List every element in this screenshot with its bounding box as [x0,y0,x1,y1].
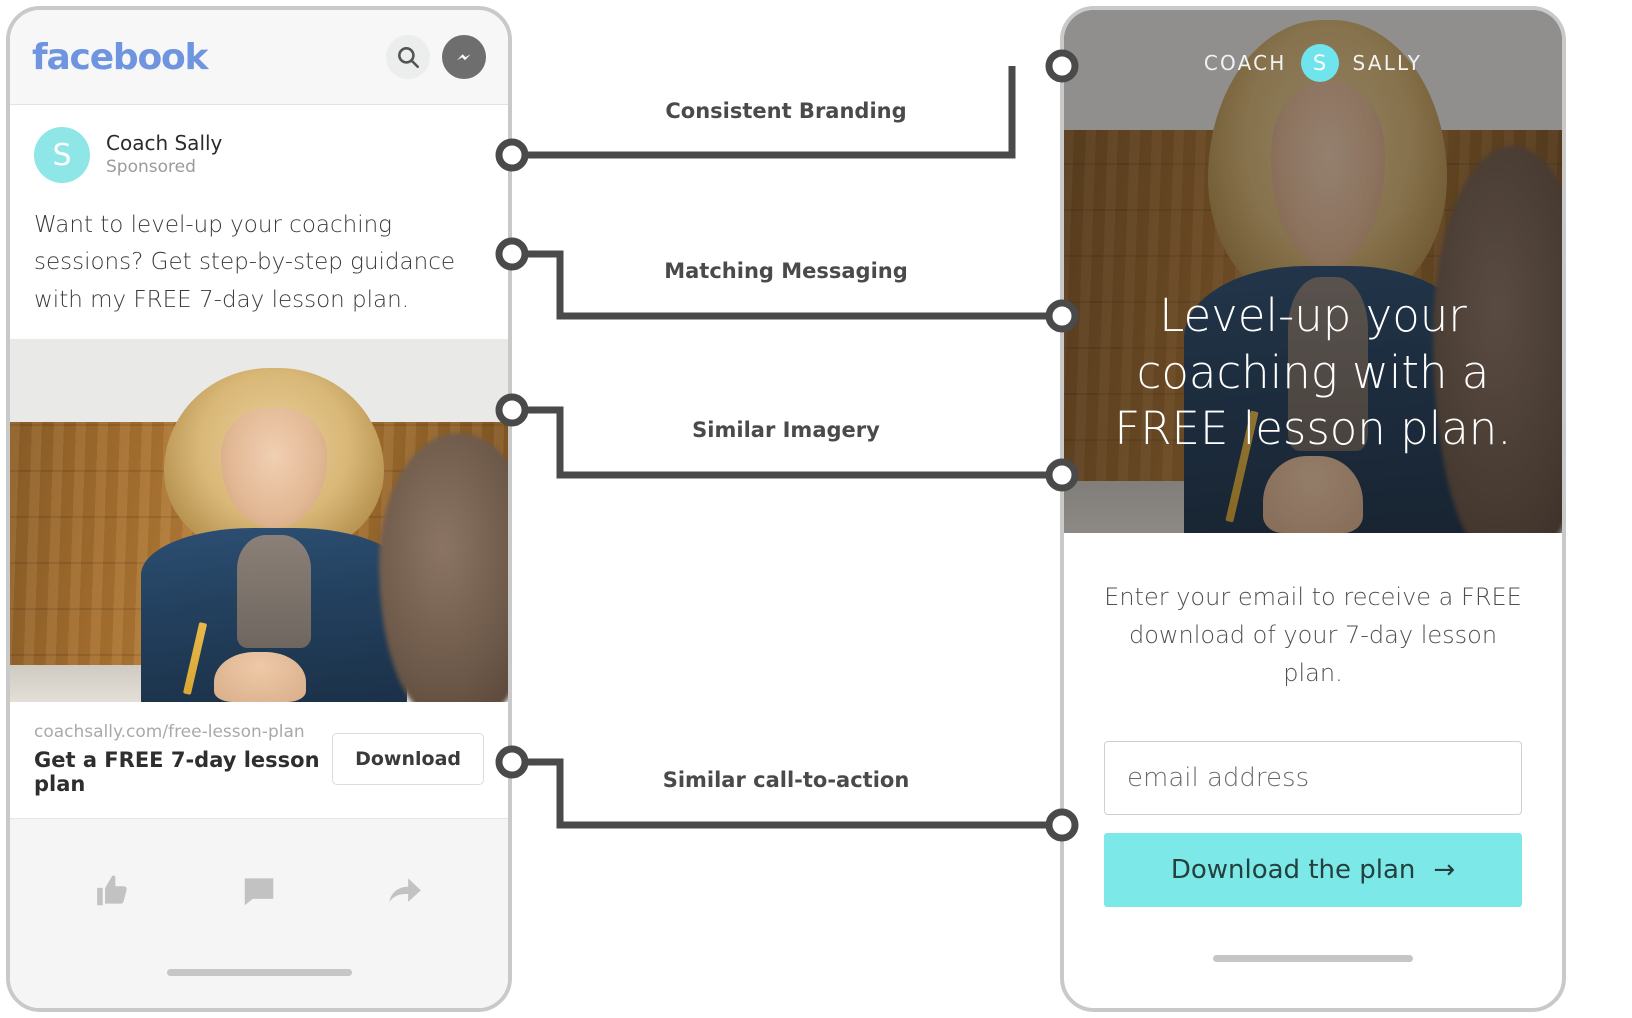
home-indicator-area [10,968,508,1008]
comment-icon[interactable] [240,872,278,915]
coaching-photo [10,338,508,702]
coaching-photo-hero [1064,10,1562,533]
messenger-icon[interactable] [442,35,486,79]
phone-mockup-landing-page: COACH S SALLY Level-up your coaching wit… [1060,6,1566,1012]
search-icon[interactable] [386,35,430,79]
share-icon[interactable] [386,872,424,915]
hero-dark-overlay [1064,10,1562,533]
home-indicator-right [1213,955,1413,962]
brand-avatar: S [1300,44,1339,82]
landing-form-section: Enter your email to receive a FREE downl… [1064,533,1562,907]
download-plan-label: Download the plan [1170,854,1416,885]
facebook-post: S Coach Sally Sponsored Want to level-up… [10,105,508,1008]
connector-label-imagery: Similar Imagery [692,418,880,442]
connector-label-messaging: Matching Messaging [664,259,908,283]
landing-hero: COACH S SALLY Level-up your coaching wit… [1064,10,1562,533]
post-body-text: Want to level-up your coaching sessions?… [34,212,455,313]
ad-image[interactable] [10,338,508,702]
ad-link-info: coachsally.com/free-lesson-plan Get a FR… [34,722,332,796]
avatar: S [34,127,90,183]
phone-mockup-facebook-ad: facebook S Coach Sally [6,6,512,1012]
sponsored-label: Sponsored [106,157,196,178]
facebook-header: facebook [10,10,508,105]
brand-word-right: SALLY [1352,51,1423,75]
ad-cta-bar: coachsally.com/free-lesson-plan Get a FR… [10,701,508,819]
connector-label-cta: Similar call-to-action [662,768,910,792]
page-name[interactable]: Coach Sally [106,131,223,156]
email-input[interactable]: email address [1104,740,1522,815]
post-actions-bar [10,818,508,969]
download-plan-button[interactable]: Download the plan → [1104,832,1522,907]
form-subhead: Enter your email to receive a FREE downl… [1104,583,1522,687]
thumbs-up-icon[interactable] [94,872,132,915]
hero-headline: Level-up your coaching with a FREE lesso… [1114,289,1512,456]
connector-label-branding: Consistent Branding [665,99,907,123]
facebook-header-icons [386,35,486,79]
download-button[interactable]: Download [332,732,484,785]
brand-word-left: COACH [1203,51,1287,75]
home-indicator [166,968,352,976]
facebook-logo: facebook [32,36,208,78]
arrow-right-icon: → [1433,854,1456,885]
post-header: S Coach Sally Sponsored [10,105,508,193]
ad-link-url: coachsally.com/free-lesson-plan [34,721,305,742]
ad-link-title: Get a FREE 7-day lesson plan [34,747,320,796]
home-indicator-area-right [1064,955,1562,962]
brand-lockup: COACH S SALLY [1064,44,1562,82]
